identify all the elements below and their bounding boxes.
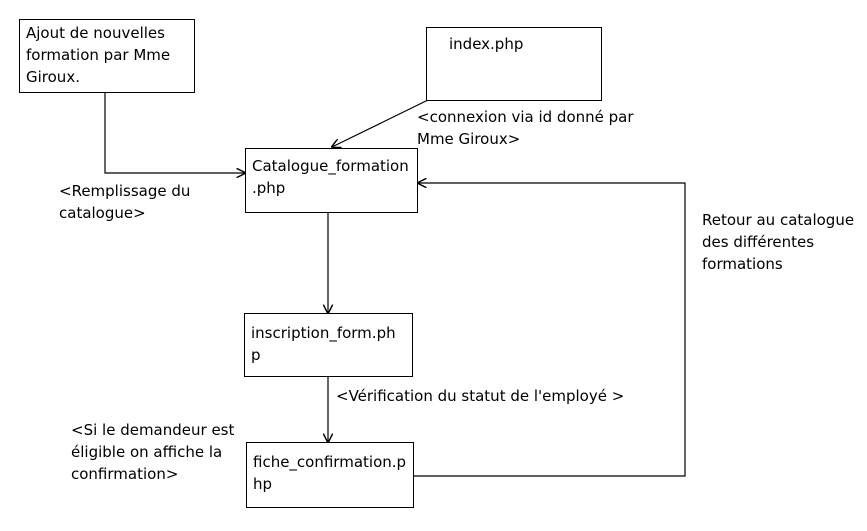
node-fiche-confirmation: fiche_confirmation.p hp <box>246 442 414 508</box>
label-eligible: <Si le demandeur est éligible on affiche… <box>71 421 235 483</box>
node-catalogue-formation: Catalogue_formation .php <box>245 148 418 213</box>
label-connexion: <connexion via id donné par Mme Giroux> <box>417 108 634 148</box>
edge-ajout-to-catalogue <box>104 92 245 173</box>
label-verification: <Vérification du statut de l'employé > <box>336 387 625 405</box>
node-ajout-formation: Ajout de nouvelles formation par Mme Gir… <box>19 19 195 93</box>
node-index-php: index.php <box>426 27 602 101</box>
label-retour-catalogue: Retour au catalogue des différentes form… <box>702 211 855 273</box>
node-inscription-form: inscription_form.ph p <box>244 313 413 377</box>
label-remplissage: <Remplissage du catalogue> <box>59 182 191 222</box>
edge-fiche-to-catalogue <box>414 183 686 477</box>
edge-index-to-catalogue <box>332 99 429 147</box>
